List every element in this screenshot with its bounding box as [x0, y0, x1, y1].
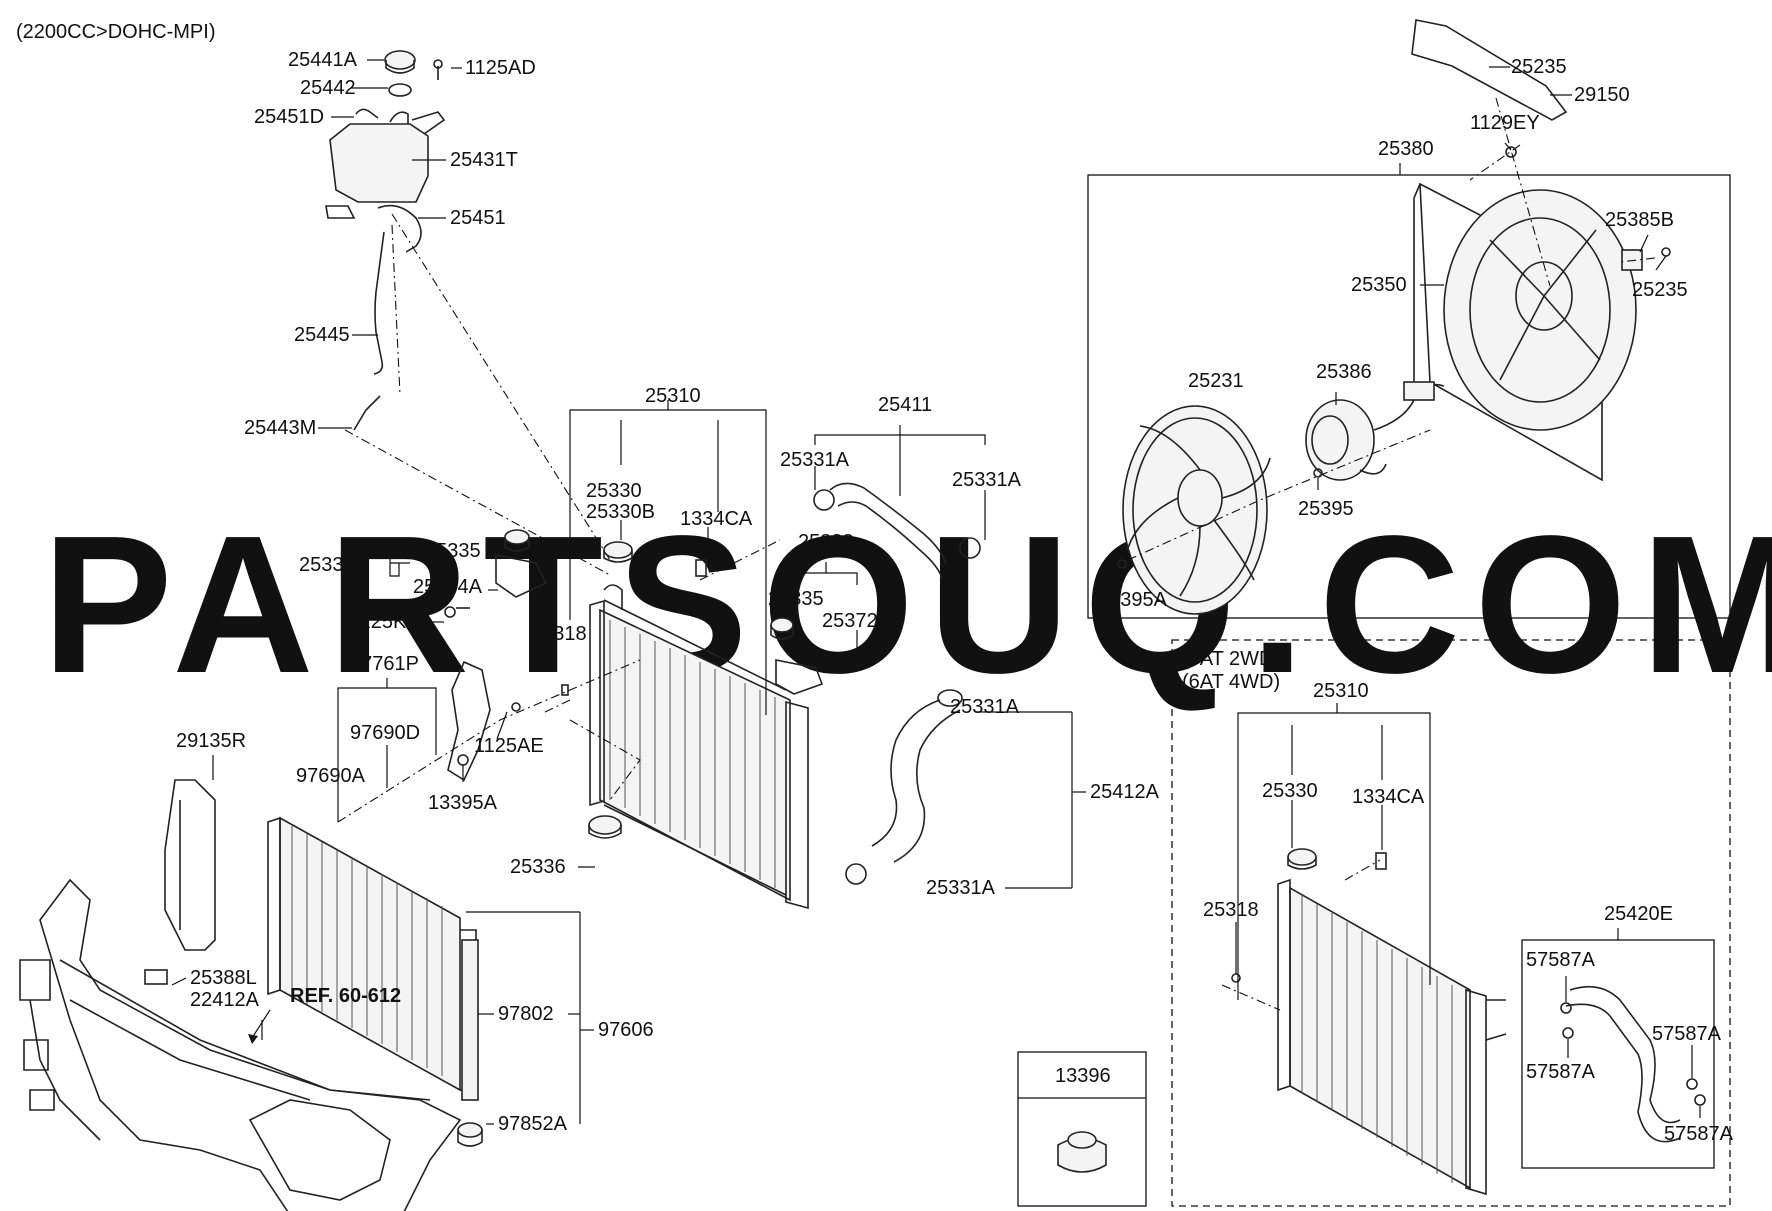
label-25235-top: 25235 — [1511, 56, 1567, 78]
label-25374A: 25374A — [413, 576, 483, 598]
label-1125AD: 1125AD — [465, 57, 536, 79]
label-25395: 25395 — [1298, 498, 1354, 520]
label-25333: 25333 — [798, 531, 854, 553]
ref-60-612-label[interactable]: REF. 60-612 — [290, 985, 401, 1007]
label-sticker-icon — [144, 969, 168, 985]
reservoir-leaders — [318, 59, 611, 576]
label-29150: 29150 — [1574, 84, 1630, 106]
label-25318-variant: 25318 — [1203, 899, 1259, 921]
label-57587A-top: 57587A — [1526, 949, 1596, 971]
label-25336: 25336 — [510, 856, 566, 878]
label-25331A-lower-bottom: 25331A — [926, 877, 996, 899]
engine-label: (2200CC>DOHC-MPI) — [16, 21, 215, 43]
label-1125KD: 1125KD — [350, 611, 421, 633]
label-25331A-upper-right: 25331A — [952, 469, 1022, 491]
label-1125AE: 1125AE — [474, 735, 544, 757]
fan-leaders — [1121, 66, 1667, 582]
label-25395A: 25395A — [1098, 589, 1168, 611]
label-97690D: 97690D — [350, 722, 420, 744]
label-25386: 25386 — [1316, 361, 1372, 383]
label-25420E: 25420E — [1604, 903, 1673, 925]
label-25451: 25451 — [450, 207, 506, 229]
label-25443M: 25443M — [244, 417, 316, 439]
label-25330B: 25330B — [586, 501, 655, 523]
label-25451D: 25451D — [254, 106, 324, 128]
label-1129EY: 1129EY — [1470, 112, 1540, 134]
label-25333A: 25333A — [299, 554, 369, 576]
oil-cooler-hose-box — [1485, 928, 1715, 1169]
fan-blade — [1117, 405, 1271, 615]
lower-hose — [845, 689, 963, 885]
main-radiator — [589, 584, 809, 910]
label-57587A-bottom: 57587A — [1664, 1123, 1734, 1145]
variant-radiator — [1231, 848, 1487, 1196]
label-97606: 97606 — [598, 1019, 654, 1041]
label-97802: 97802 — [498, 1003, 554, 1025]
label-29135R: 29135R — [176, 730, 246, 752]
label-25310: 25310 — [645, 385, 701, 407]
label-97852A: 97852A — [498, 1113, 568, 1135]
label-1334CA-variant: 1334CA — [1352, 786, 1425, 808]
label-25235-right: 25235 — [1632, 279, 1688, 301]
fan-motor — [1305, 381, 1445, 481]
label-25385B: 25385B — [1605, 209, 1674, 231]
reservoir-assembly — [325, 50, 446, 431]
condenser — [267, 660, 521, 1147]
label-25445: 25445 — [294, 324, 350, 346]
label-25442: 25442 — [300, 77, 356, 99]
label-25380: 25380 — [1378, 138, 1434, 160]
label-25310-variant: 25310 — [1313, 680, 1369, 702]
watermark: PARTSOUQ.COM — [42, 495, 1772, 714]
label-13395A: 13395A — [428, 792, 498, 814]
carrier-leaders — [212, 755, 271, 1044]
variant-box — [1171, 639, 1731, 1207]
radiator-small-parts — [444, 529, 824, 839]
label-25388L: 25388L — [190, 967, 257, 989]
label-25372A: 25372A — [822, 610, 892, 632]
label-25431T: 25431T — [450, 149, 518, 171]
label-97761P: 97761P — [350, 653, 419, 675]
label-13396: 13396 — [1055, 1065, 1111, 1087]
condenser-leaders — [171, 659, 641, 1125]
fan-shroud — [1411, 19, 1671, 482]
label-25335-right: 25335 — [768, 588, 824, 610]
upper-hose — [813, 482, 981, 579]
variant-label-4wd: (6AT 4WD) — [1182, 671, 1280, 693]
label-25412A: 25412A — [1090, 781, 1160, 803]
label-1334CA: 1334CA — [680, 508, 753, 530]
inset-13396-box — [1017, 1051, 1147, 1207]
label-25318: 25318 — [531, 623, 587, 645]
label-25330: 25330 — [586, 480, 642, 502]
label-57587A-right: 57587A — [1652, 1023, 1722, 1045]
label-25331A-upper-left: 25331A — [780, 449, 850, 471]
fan-assembly-box — [1087, 174, 1731, 619]
label-57587A-left: 57587A — [1526, 1061, 1596, 1083]
label-25331A-lower-top: 25331A — [950, 696, 1020, 718]
label-25411: 25411 — [878, 394, 932, 416]
label-25330-variant: 25330 — [1262, 780, 1318, 802]
front-carrier — [19, 779, 462, 1211]
center-leaders — [389, 400, 1086, 889]
label-25335-left: 25335 — [425, 540, 481, 562]
label-25350: 25350 — [1351, 274, 1407, 296]
label-22412A: 22412A — [190, 989, 260, 1011]
label-25441A: 25441A — [288, 49, 358, 71]
variant-leaders — [1221, 703, 1431, 1011]
label-97690A: 97690A — [296, 765, 366, 787]
variant-label-2wd: (6AT 2WD) — [1182, 648, 1280, 670]
label-25231: 25231 — [1188, 370, 1244, 392]
